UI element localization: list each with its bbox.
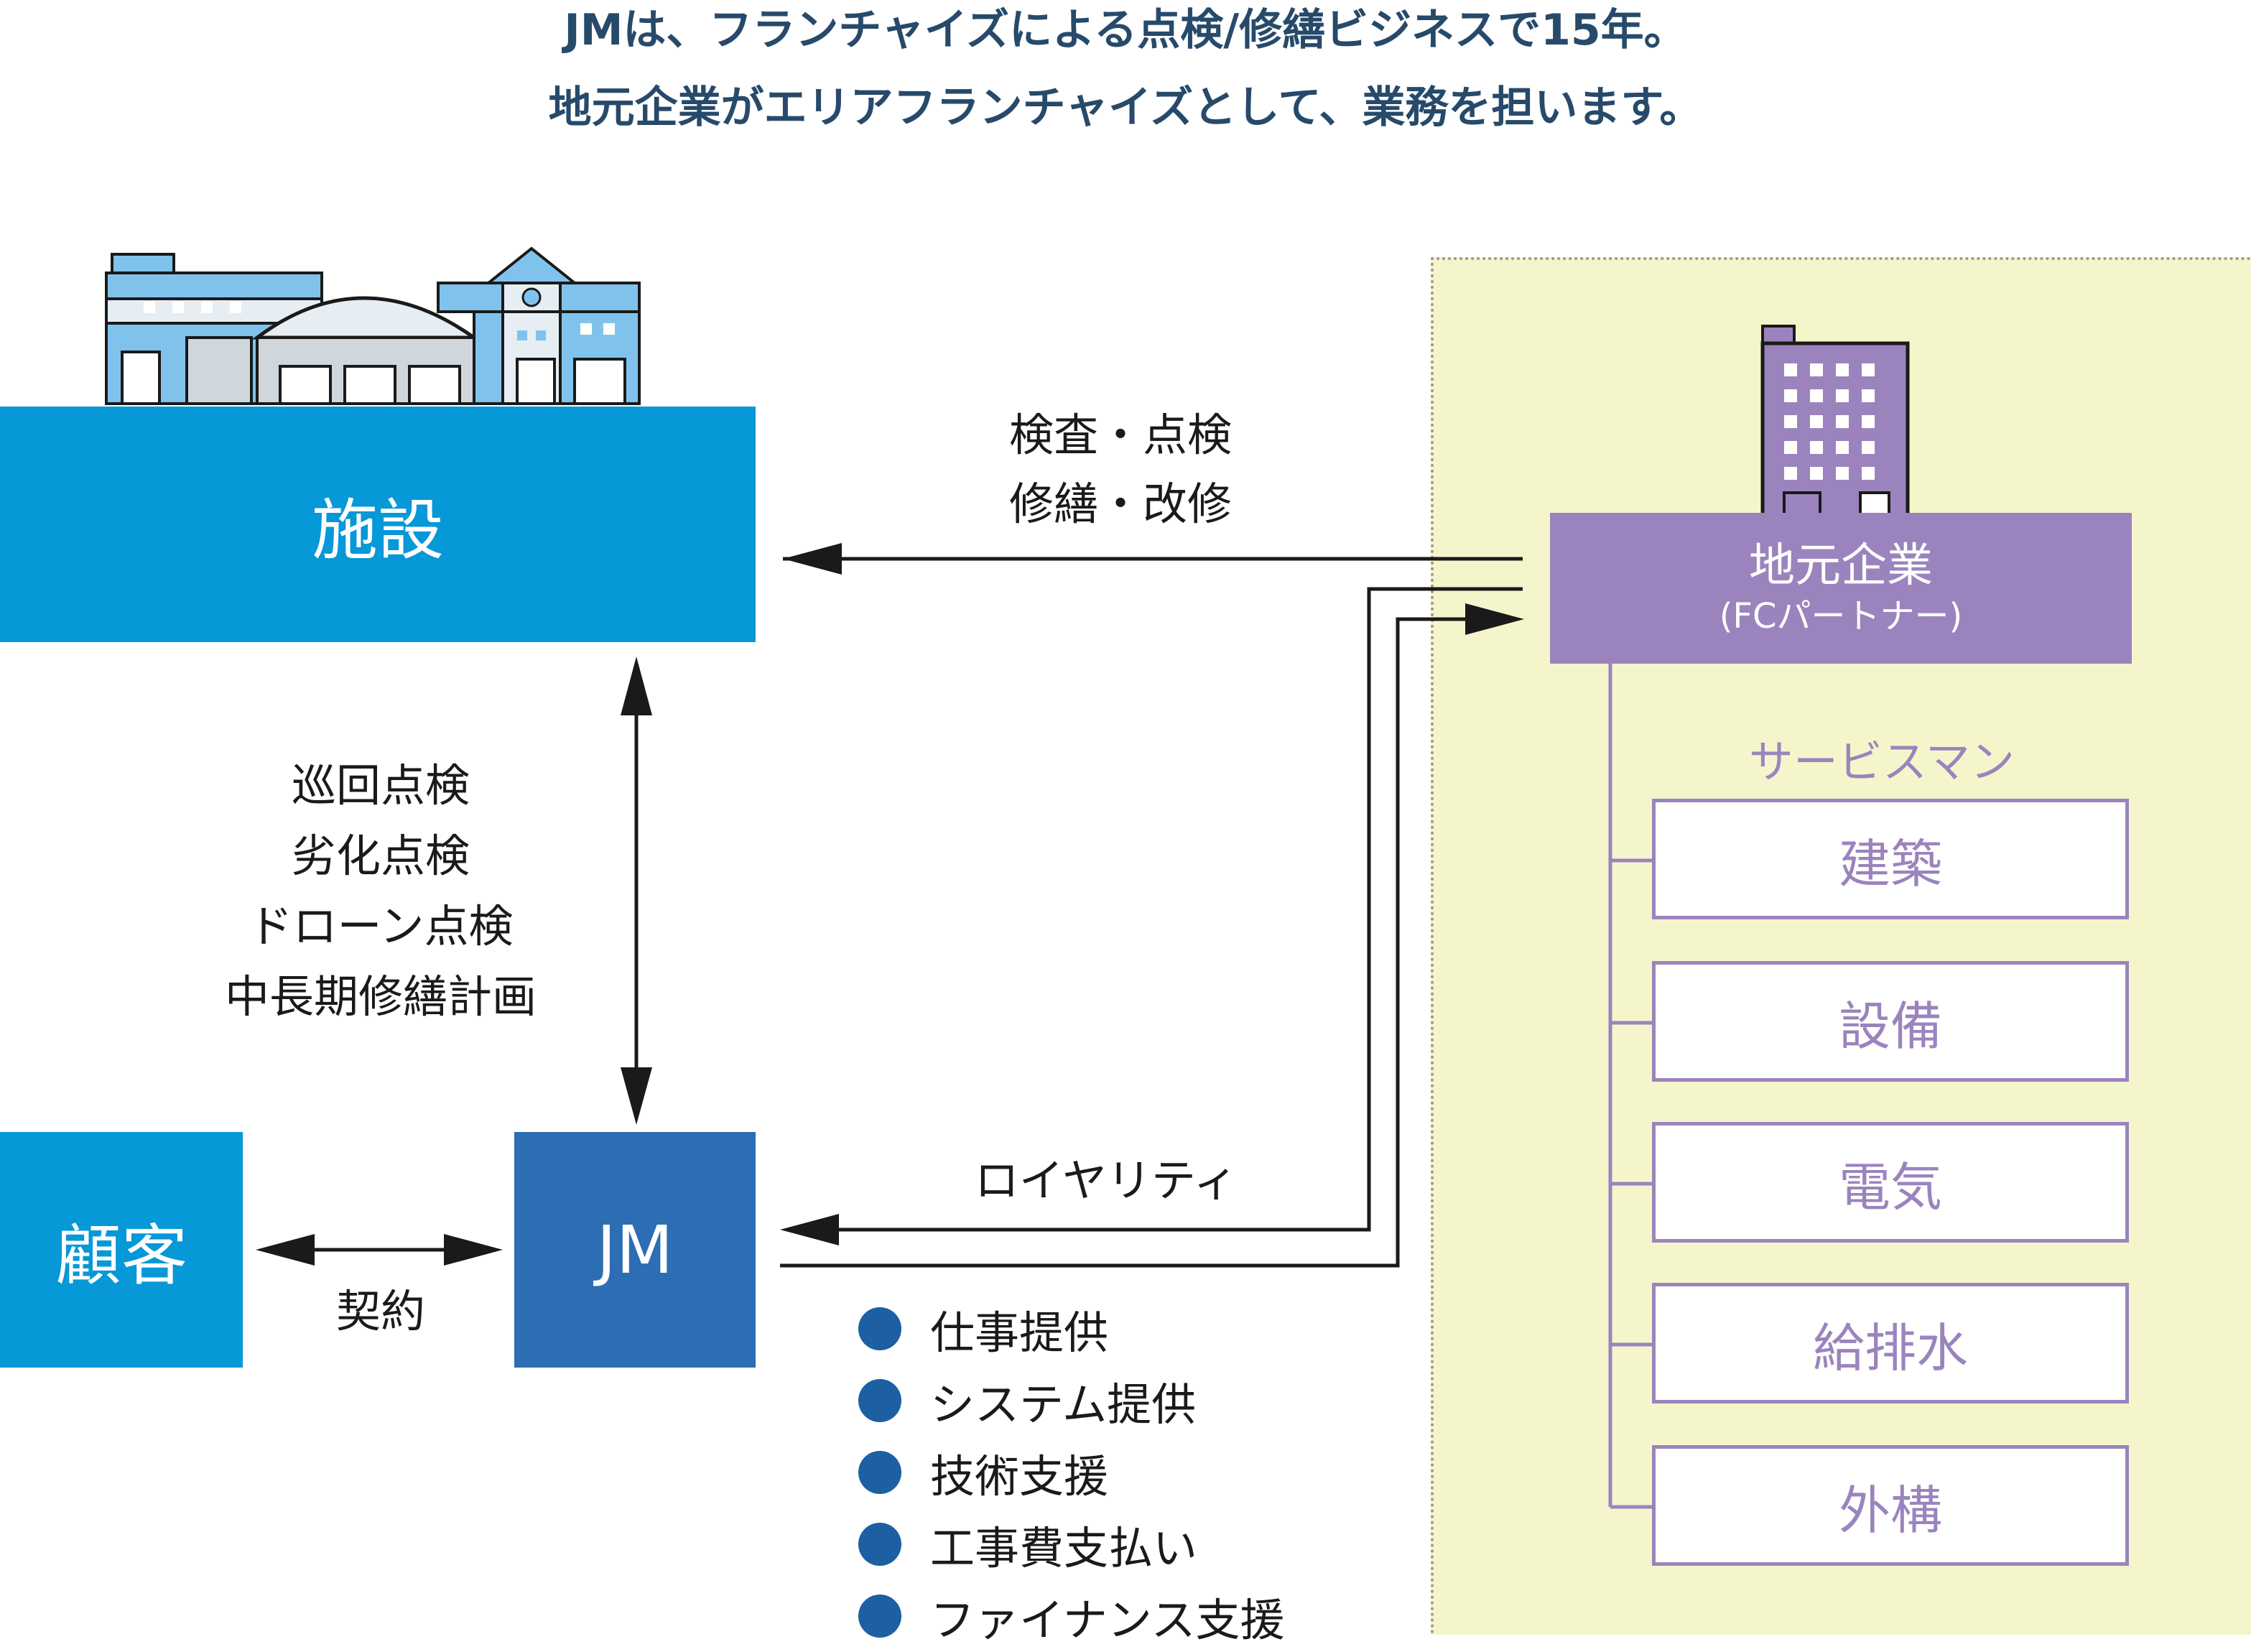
patrol-inspection-label: 巡回点検 [291,759,470,812]
fc-partner-label: (FCパートナー) [1719,596,1963,636]
deterioration-inspection-label: 劣化点検 [291,830,470,882]
local-company-name: 地元企業 [1749,539,1933,593]
list-item: 工事費支払い [858,1508,1285,1580]
service-electrical: 電気 [1652,1122,2129,1243]
list-item: 仕事提供 [858,1293,1285,1365]
royalty-label: ロイヤリティ [974,1154,1238,1207]
serviceman-title: サービスマン [1748,735,2015,788]
list-item: 技術支援 [858,1437,1285,1508]
list-item: ファイナンス支援 [858,1580,1285,1652]
bullet-dot-icon [858,1595,901,1638]
facility-buildings-icon [105,246,641,405]
service-plumbing: 給排水 [1652,1283,2129,1403]
bullet-dot-icon [858,1379,901,1422]
local-company-box: 地元企業 (FCパートナー) [1550,513,2132,664]
facility-box: 施設 [0,407,756,642]
repair-label: 修繕・改修 [1008,478,1232,530]
bullet-dot-icon [858,1307,901,1350]
jm-box: JM [514,1132,756,1368]
service-exterior: 外構 [1652,1445,2129,1566]
drone-inspection-label: ドローン点検 [248,900,514,952]
office-building-icon [1760,325,1910,518]
service-architecture: 建築 [1652,799,2129,919]
list-item: システム提供 [858,1365,1285,1437]
bullet-dot-icon [858,1451,901,1494]
bullet-dot-icon [858,1523,901,1566]
contract-label: 契約 [335,1285,425,1337]
title-line-1: JMは、フランチャイズによる点検/修繕ビジネスで15年。 [564,5,1687,55]
title-line-2: 地元企業がエリアフランチャイズとして、業務を担います。 [548,83,1703,133]
jm-support-list: 仕事提供 システム提供 技術支援 工事費支払い ファイナンス支援 [858,1293,1285,1652]
inspection-label: 検査・点検 [1008,409,1232,461]
service-equipment: 設備 [1652,961,2129,1082]
customer-box: 顧客 [0,1132,243,1368]
long-term-plan-label: 中長期修繕計画 [224,970,537,1023]
